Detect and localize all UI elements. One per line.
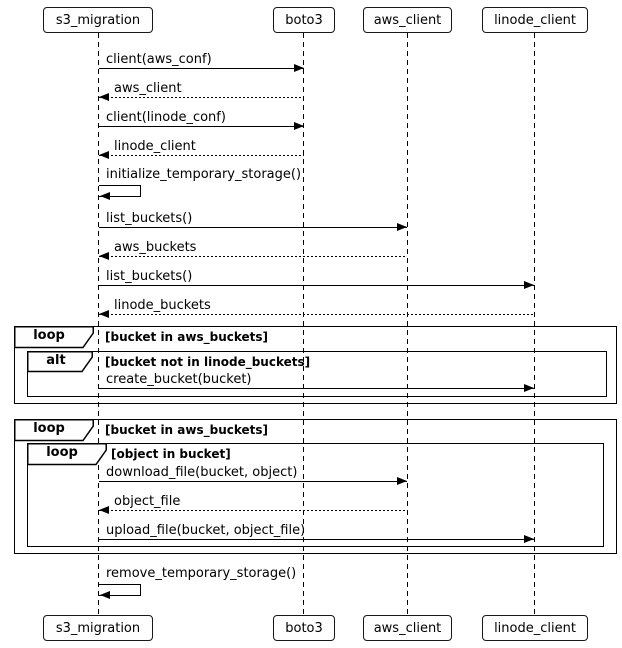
message-label: download_file(bucket, object) xyxy=(106,465,298,480)
lifeline-aws-client xyxy=(407,33,408,614)
arrowhead-left-icon xyxy=(100,591,110,599)
arrowhead-right-icon xyxy=(294,122,304,130)
participant-linode-client-top: linode_client xyxy=(482,7,588,33)
return-arrow-line xyxy=(99,314,534,315)
message-arrow-line xyxy=(99,126,304,127)
participant-boto3-bottom: boto3 xyxy=(273,615,335,641)
participant-boto3-top: boto3 xyxy=(273,7,335,33)
message-label: client(linode_conf) xyxy=(106,110,226,125)
message-label: client(aws_conf) xyxy=(106,52,212,67)
arrowhead-left-icon xyxy=(99,310,109,318)
arrowhead-left-icon xyxy=(99,93,109,101)
return-arrow-line xyxy=(99,256,407,257)
arrowhead-left-icon xyxy=(99,252,109,260)
lifeline-linode-client xyxy=(534,33,535,614)
alt-frame-tab-shape xyxy=(26,350,93,372)
loop-frame-label: loop xyxy=(33,421,65,436)
alt-frame-label: alt xyxy=(46,353,66,368)
participant-label: boto3 xyxy=(285,12,323,28)
message-arrow-line xyxy=(99,481,407,482)
return-label: aws_buckets xyxy=(114,240,197,255)
arrowhead-right-icon xyxy=(294,64,304,72)
loop-frame-condition: [bucket in aws_buckets] xyxy=(105,423,269,437)
arrowhead-left-icon xyxy=(99,506,109,514)
participant-linode-client-bottom: linode_client xyxy=(482,615,588,641)
message-arrow-line xyxy=(99,227,407,228)
arrowhead-right-icon xyxy=(524,281,534,289)
participant-label: boto3 xyxy=(285,620,323,636)
loop-frame-tab-shape xyxy=(26,442,107,465)
participant-s3-migration-bottom: s3_migration xyxy=(43,615,153,641)
arrowhead-right-icon xyxy=(524,535,534,543)
loop-frame-condition: [object in bucket] xyxy=(111,447,231,461)
participant-label: s3_migration xyxy=(55,12,141,28)
arrowhead-left-icon xyxy=(99,151,109,159)
arrowhead-left-icon xyxy=(100,192,110,200)
alt-frame: alt xyxy=(26,350,607,397)
loop-frame-label: loop xyxy=(46,445,78,460)
message-arrow-line xyxy=(99,285,534,286)
message-arrow-line xyxy=(99,539,534,540)
loop-frame-copy-objects: loop xyxy=(26,442,604,547)
message-label: create_bucket(bucket) xyxy=(106,372,252,387)
message-label: upload_file(bucket, object_file) xyxy=(106,523,306,538)
participant-label: s3_migration xyxy=(55,620,141,636)
arrowhead-right-icon xyxy=(397,223,407,231)
loop-frame-label: loop xyxy=(33,328,65,343)
alt-frame-condition: [bucket not in linode_buckets] xyxy=(105,355,311,369)
loop-frame-tab-shape xyxy=(13,418,94,441)
loop-frame-create-buckets: loop xyxy=(13,325,617,404)
participant-label: aws_client xyxy=(373,620,442,636)
message-arrow-line xyxy=(99,388,534,389)
loop-frame-copy-buckets: loop xyxy=(13,418,617,554)
participant-label: linode_client xyxy=(494,12,576,28)
return-label: linode_client xyxy=(114,139,196,154)
return-label: linode_buckets xyxy=(114,298,211,313)
self-message-label: initialize_temporary_storage() xyxy=(106,167,302,182)
return-label: object_file xyxy=(114,494,181,509)
arrowhead-right-icon xyxy=(524,384,534,392)
self-message-label: remove_temporary_storage() xyxy=(106,566,297,581)
message-label: list_buckets() xyxy=(106,269,193,284)
return-arrow-line xyxy=(99,97,304,98)
participant-label: aws_client xyxy=(373,12,442,28)
participant-aws-client-top: aws_client xyxy=(363,7,452,33)
loop-frame-tab-shape xyxy=(13,325,94,348)
participant-s3-migration-top: s3_migration xyxy=(43,7,153,33)
participant-aws-client-bottom: aws_client xyxy=(363,615,452,641)
lifeline-s3-migration xyxy=(98,33,99,614)
return-label: aws_client xyxy=(114,81,182,96)
participant-label: linode_client xyxy=(494,620,576,636)
self-message-arrow xyxy=(99,185,141,197)
message-arrow-line xyxy=(99,68,304,69)
self-message-arrow xyxy=(99,584,141,596)
return-arrow-line xyxy=(99,155,304,156)
loop-frame-condition: [bucket in aws_buckets] xyxy=(105,330,269,344)
lifeline-boto3 xyxy=(303,33,304,614)
return-arrow-line xyxy=(99,510,407,511)
message-label: list_buckets() xyxy=(106,211,193,226)
arrowhead-right-icon xyxy=(397,477,407,485)
